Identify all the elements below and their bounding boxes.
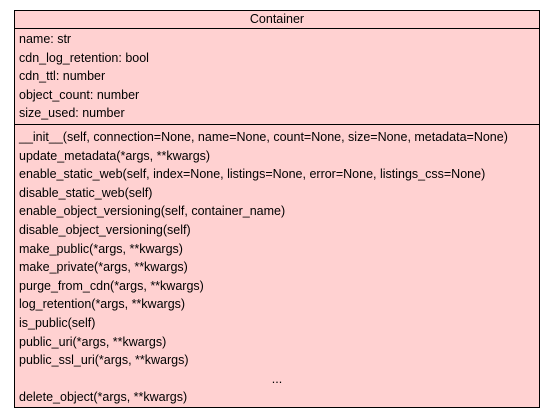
class-name: Container (15, 11, 539, 29)
operations-ellipsis: ... (271, 371, 283, 386)
operations-compartment: __init__(self, connection=None, name=Non… (15, 125, 539, 407)
operation-log-retention: log_retention(*args, **kwargs) (19, 297, 186, 312)
attribute-cdn-log-retention: cdn_log_retention: bool (19, 50, 149, 65)
operation-make-public: make_public(*args, **kwargs) (19, 241, 183, 256)
operation-is-public: is_public(self) (19, 315, 96, 330)
operation-make-private: make_private(*args, **kwargs) (19, 260, 188, 275)
attribute-object-count: object_count: number (19, 87, 140, 102)
attributes-compartment: name: str cdn_log_retention: bool cdn_tt… (15, 29, 539, 125)
operation-init: __init__(self, connection=None, name=Non… (19, 130, 508, 144)
attribute-size-used: size_used: number (19, 106, 125, 121)
operation-purge-from-cdn: purge_from_cdn(*args, **kwargs) (19, 278, 204, 293)
operation-disable-object-versioning: disable_object_versioning(self) (19, 222, 191, 237)
uml-class-box: Container name: str cdn_log_retention: b… (14, 10, 540, 408)
operation-public-uri: public_uri(*args, **kwargs) (19, 334, 167, 349)
attribute-cdn-ttl: cdn_ttl: number (19, 69, 106, 84)
operation-enable-static-web: enable_static_web(self, index=None, list… (19, 167, 486, 182)
operation-public-ssl-uri: public_ssl_uri(*args, **kwargs) (19, 353, 189, 368)
operation-delete-object: delete_object(*args, **kwargs) (19, 390, 188, 405)
attribute-name: name: str (19, 32, 72, 46)
operation-enable-object-versioning: enable_object_versioning(self, container… (19, 204, 286, 219)
operation-disable-static-web: disable_static_web(self) (19, 185, 153, 200)
operation-update-metadata: update_metadata(*args, **kwargs) (19, 148, 211, 163)
